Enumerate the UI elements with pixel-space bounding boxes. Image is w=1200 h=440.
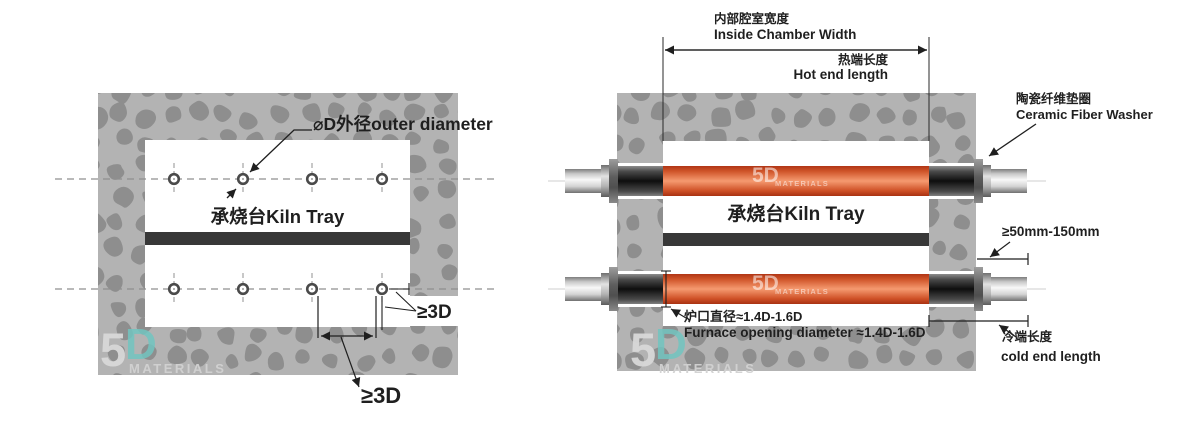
opening-diameter-dimension (661, 270, 687, 319)
cold-end-length-label-en: cold end length (1001, 349, 1101, 364)
rod-axis-stubs (548, 180, 1046, 290)
cold-end-dimension (928, 315, 1029, 338)
bottom-spacing-label: ≥3D (361, 383, 402, 408)
label-backplate (408, 296, 458, 326)
rod-cold-end (991, 277, 1027, 301)
rod-cold-end (991, 169, 1027, 193)
ceramic-fiber-washer (609, 159, 618, 203)
furnace-opening-label-zh: 炉口直径≈1.4D-1.6D (684, 309, 803, 324)
rod-hot-zone (663, 166, 929, 196)
inside-chamber-width-label-zh: 内部腔室宽度 (714, 12, 790, 26)
rod-cold-end (565, 169, 601, 193)
inside-chamber-width-label-en: Inside Chamber Width (714, 27, 857, 42)
kiln-tray-left (145, 232, 410, 245)
heating-rod-bottom (565, 267, 1027, 311)
rod-hot-zone (663, 274, 929, 304)
kiln-tray-label-left: 承烧台Kiln Tray (210, 206, 345, 227)
bottom-spacing-dimension (317, 296, 377, 388)
rod-collar (601, 165, 609, 197)
ceramic-fiber-washer (609, 267, 618, 311)
ceramic-fiber-washer-label-en: Ceramic Fiber Washer (1016, 107, 1153, 122)
heating-rod-top (565, 159, 1027, 203)
furnace-opening-label-en: Furnace opening diameter ≈1.4D-1.6D (684, 325, 926, 340)
rod-collar (983, 273, 991, 305)
side-spacing-dimension (381, 283, 417, 330)
outer-diameter-callout-arrows (226, 129, 312, 199)
protrusion-range-label: ≥50mm-150mm (1002, 224, 1100, 239)
kiln-tray-label-right: 承烧台Kiln Tray (727, 204, 865, 225)
rod-wall-section (929, 274, 975, 304)
rod-collar (601, 273, 609, 305)
rod-wall-section (618, 274, 663, 304)
outer-diameter-label: ⌀D外径outer diameter (313, 114, 493, 134)
rod-wall-section (618, 166, 663, 196)
side-spacing-label: ≥3D (417, 302, 452, 323)
cold-end-length-label-zh: 冷端长度 (1002, 330, 1053, 344)
washer-leader-arrow (988, 123, 1037, 157)
rod-collar (983, 165, 991, 197)
ceramic-fiber-washer (974, 267, 983, 311)
element-centerlines (55, 178, 497, 290)
ceramic-fiber-washer (974, 159, 983, 203)
ceramic-fiber-washer-label-zh: 陶瓷纤维垫圈 (1016, 92, 1092, 106)
heating-element-cross-sections (167, 172, 389, 296)
hot-end-length-label-en: Hot end length (793, 67, 889, 82)
kiln-tray-right (663, 233, 929, 246)
hot-end-length-label-zh: 热端长度 (837, 53, 888, 67)
protrusion-dimension (977, 241, 1029, 265)
rod-wall-section (929, 166, 975, 196)
chamber-width-dimension (662, 37, 930, 141)
rod-cold-end (565, 277, 601, 301)
